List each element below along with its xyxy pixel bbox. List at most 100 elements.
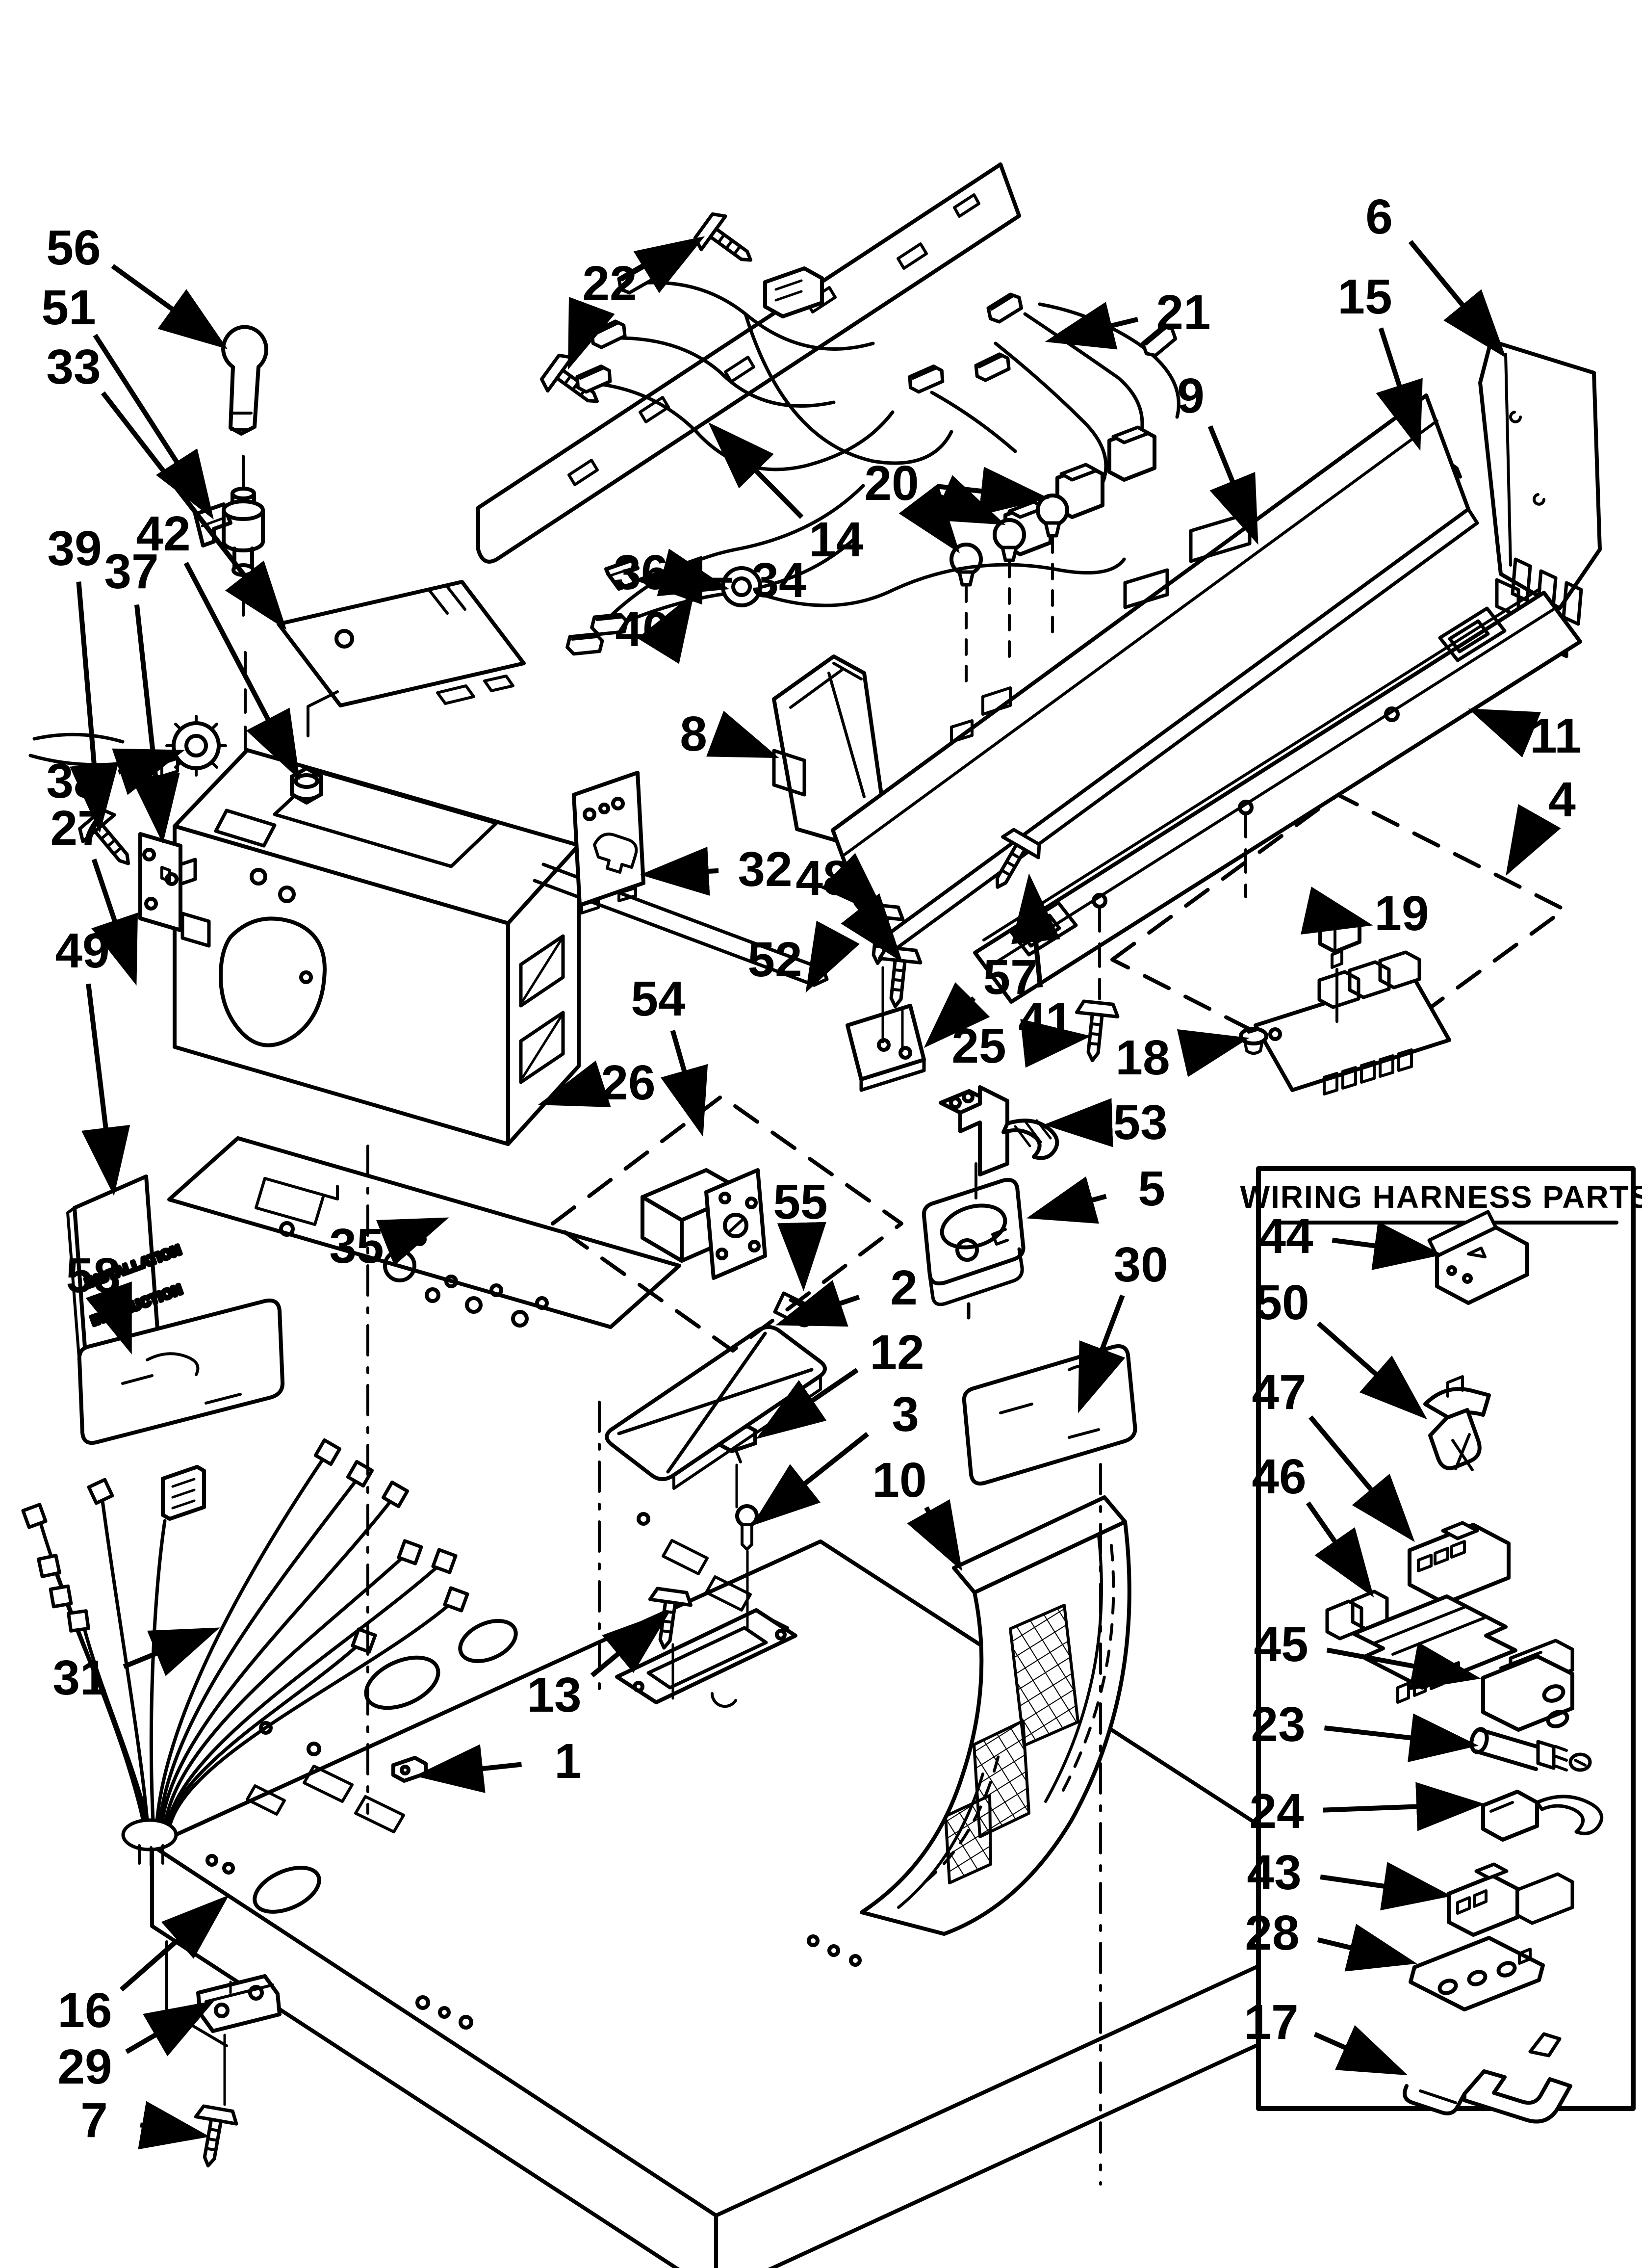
leader-arrow-56	[111, 264, 228, 349]
pad-30	[962, 1344, 1137, 1486]
callout-45: 45	[1254, 1617, 1308, 1672]
leader-arrow-13	[590, 1610, 671, 1678]
leader-arrow-52	[805, 920, 860, 993]
wh-item-50	[1423, 1375, 1491, 1471]
callout-58: 58	[66, 1248, 120, 1303]
wh-item-23	[1469, 1727, 1592, 1772]
callout-38: 38	[46, 754, 101, 808]
leader-arrow-39	[70, 581, 119, 833]
timer-knob-38	[160, 715, 227, 778]
leader-arrow-38	[112, 748, 185, 795]
cup-5	[922, 1178, 1026, 1320]
wh-item-28	[1409, 1936, 1545, 2011]
leader-arrow-6	[1408, 240, 1506, 358]
callout-36: 36	[614, 545, 668, 600]
callout-43: 43	[1247, 1845, 1301, 1900]
screw-25	[1072, 1001, 1119, 1063]
leader-arrow-15	[1376, 327, 1423, 451]
leader-arrow-19	[1301, 886, 1373, 935]
leader-arrow-41	[1011, 873, 1060, 988]
leader-arrow-57	[924, 982, 990, 1048]
screw-18	[1239, 1027, 1268, 1055]
callout-18: 18	[1115, 1030, 1170, 1085]
callout-35: 35	[329, 1219, 384, 1274]
callout-11: 11	[1530, 708, 1582, 763]
leader-arrow-45	[1326, 1642, 1481, 1691]
leader-arrow-43	[1320, 1862, 1452, 1911]
callout-24: 24	[1249, 1784, 1304, 1839]
callout-53: 53	[1113, 1095, 1167, 1150]
callout-13: 13	[527, 1668, 581, 1722]
callout-33: 33	[46, 339, 101, 394]
callout-31: 31	[52, 1650, 107, 1705]
leader-arrow-7	[138, 2101, 210, 2150]
callout-30: 30	[1113, 1237, 1168, 1292]
callout-54: 54	[631, 971, 686, 1026]
callout-34: 34	[751, 553, 806, 608]
leader-arrow-25	[1020, 1018, 1091, 1068]
bracket-plate-32	[572, 771, 645, 914]
callout-5: 5	[1138, 1161, 1165, 1216]
callout-56: 56	[46, 220, 101, 275]
leader-arrow-20	[938, 467, 1050, 516]
leader-arrow-33	[101, 391, 287, 630]
leader-arrow-54	[660, 1030, 708, 1137]
leader-arrow-44	[1332, 1221, 1443, 1270]
wiring-harness-box	[1256, 1166, 1636, 2124]
leader-arrow-35	[376, 1217, 449, 1266]
screw-7	[188, 2105, 238, 2169]
top-panel	[150, 1512, 1388, 2268]
leader-arrow-51	[93, 334, 214, 520]
leader-arrow-50	[1316, 1321, 1427, 1420]
clip-34	[604, 558, 640, 591]
screw-22a	[692, 209, 763, 277]
callout-42: 42	[136, 506, 190, 561]
console-housing	[173, 748, 581, 1146]
leader-arrow-40	[637, 592, 694, 664]
hook-53	[939, 1085, 1059, 1199]
leader-arrow-22	[633, 236, 705, 293]
callout-16: 16	[57, 1983, 112, 2038]
callout-21: 21	[1156, 285, 1210, 340]
indicator-bulbs-20	[951, 495, 1067, 688]
callout-14: 14	[809, 512, 864, 567]
callout-23: 23	[1251, 1697, 1305, 1752]
wiring-box-title: WIRING HARNESS PARTS	[1240, 1179, 1642, 1215]
callout-17: 17	[1244, 1995, 1298, 2050]
leader-arrow-47	[1308, 1415, 1415, 1542]
leader-arrow-46	[1306, 1501, 1374, 1598]
leader-arrow-16	[120, 1895, 230, 1992]
leader-arrow-29	[125, 2000, 215, 2057]
leader-arrow-26	[538, 1060, 611, 1107]
leader-arrow-18	[1177, 1029, 1250, 1077]
callout-19: 19	[1374, 886, 1429, 941]
end-cap-right	[1478, 339, 1602, 658]
dashed-box-54	[551, 1095, 903, 1353]
leader-arrow-32	[640, 846, 719, 896]
leader-arrow-20	[933, 475, 1006, 525]
callout-6: 6	[1365, 189, 1393, 244]
callout-48: 48	[795, 851, 850, 906]
callout-49: 49	[55, 923, 109, 978]
callout-2: 2	[890, 1260, 918, 1315]
callout-26: 26	[601, 1055, 655, 1110]
console-overlay	[167, 1136, 681, 1329]
leader-arrow-30	[1078, 1294, 1126, 1413]
leader-arrow-37	[131, 604, 180, 844]
callout-3: 3	[892, 1387, 919, 1442]
console-top-plate-33	[277, 580, 526, 707]
leader-arrow-22	[568, 297, 615, 370]
callout-4: 4	[1548, 772, 1576, 827]
leader-arrow-10	[907, 1499, 962, 1571]
callout-39: 39	[47, 521, 102, 576]
callout-57: 57	[983, 950, 1037, 1005]
leader-arrow-17	[1313, 2025, 1408, 2076]
callout-50: 50	[1255, 1275, 1309, 1330]
callout-20: 20	[864, 456, 919, 511]
center-lines	[366, 813, 1247, 2186]
callout-10: 10	[872, 1453, 926, 1508]
leader-arrow-55	[777, 1222, 826, 1291]
leader-arrow-2	[775, 1280, 860, 1327]
